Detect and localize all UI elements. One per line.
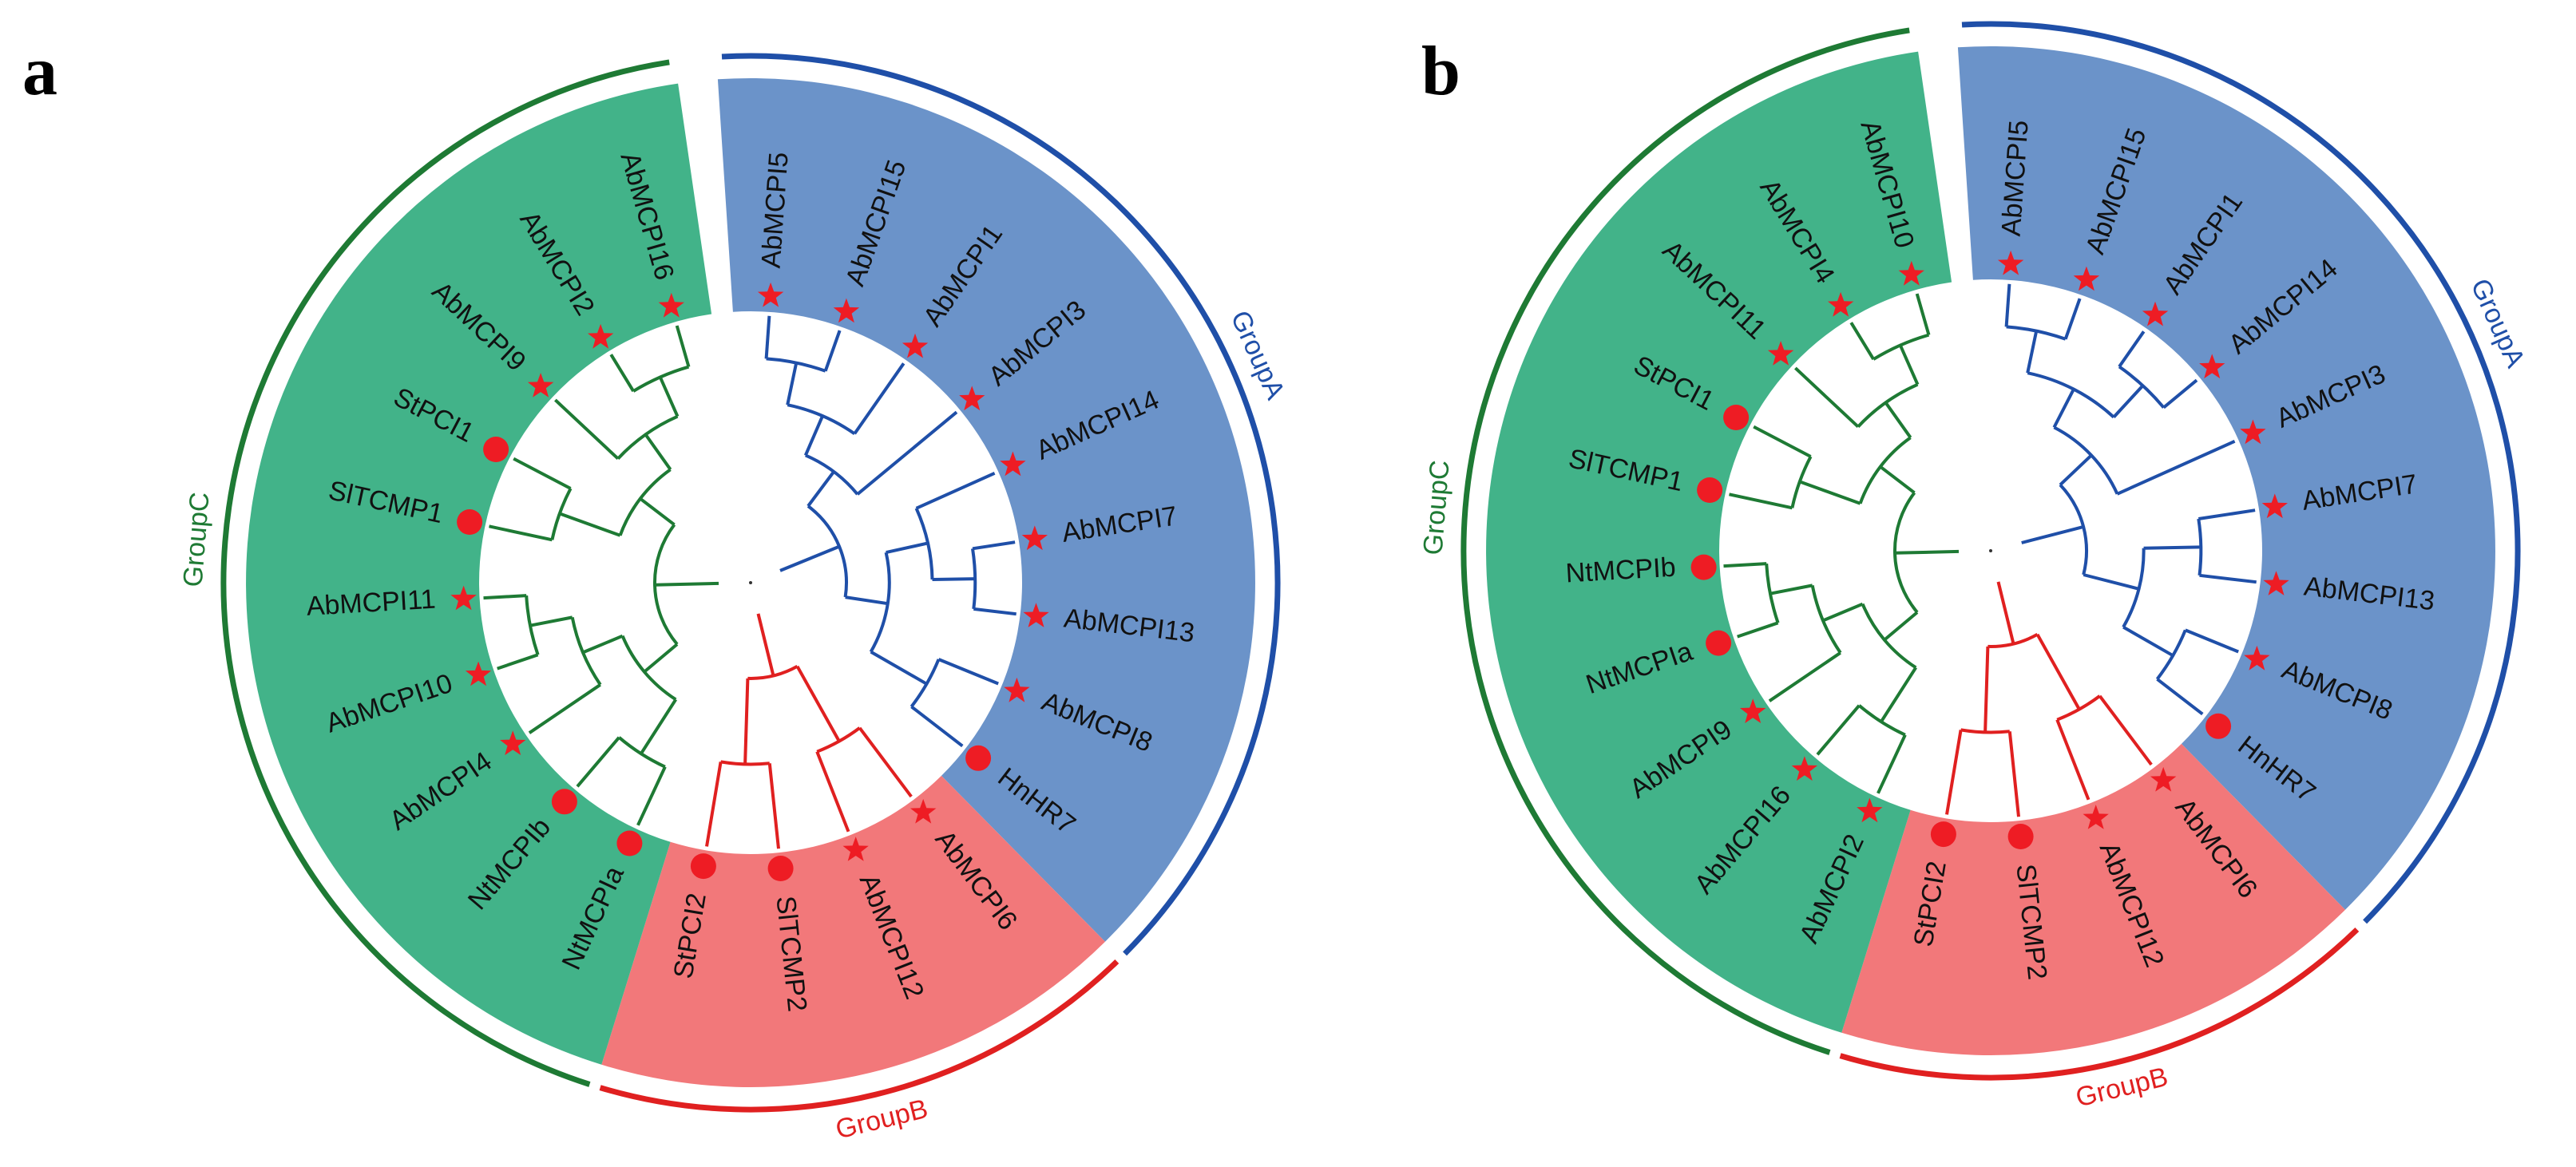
star-marker-icon	[1023, 603, 1049, 627]
dot-marker-icon	[767, 856, 794, 881]
group-band-c	[246, 83, 712, 1065]
group-band-a	[717, 77, 1255, 942]
star-marker-icon	[2263, 571, 2289, 595]
group-arc-a	[1961, 21, 2521, 924]
star-marker-icon	[658, 292, 684, 318]
dot-marker-icon	[2007, 824, 2034, 849]
dot-marker-icon	[2205, 713, 2232, 739]
dot-marker-icon	[616, 830, 643, 856]
star-marker-icon	[2083, 805, 2109, 829]
group-band-c	[1486, 51, 1952, 1033]
group-arc-c	[220, 59, 670, 1087]
leaf-label: NtMCPIb	[1565, 552, 1677, 589]
dot-marker-icon	[1697, 477, 1723, 503]
star-marker-icon	[500, 730, 526, 755]
star-marker-icon	[959, 386, 985, 411]
group-label: GroupA	[2465, 275, 2531, 373]
group-band-b	[1841, 743, 2345, 1055]
tree-branches	[1723, 283, 2257, 817]
star-marker-icon	[2073, 266, 2100, 291]
star-marker-icon	[1857, 797, 1883, 823]
dot-marker-icon	[551, 789, 577, 815]
group-arc-b	[599, 959, 1120, 1113]
star-marker-icon	[902, 333, 929, 358]
star-marker-icon	[1000, 451, 1026, 477]
star-marker-icon	[2150, 766, 2177, 792]
group-label: GroupC	[177, 491, 215, 588]
group-band-a	[1957, 45, 2495, 910]
star-marker-icon	[1740, 698, 1766, 723]
dot-marker-icon	[1690, 554, 1717, 580]
star-marker-icon	[833, 298, 860, 323]
star-marker-icon	[1021, 525, 1048, 551]
group-label: GroupC	[1417, 459, 1455, 556]
star-marker-icon	[2142, 301, 2169, 326]
tree-branches	[483, 315, 1017, 849]
dot-marker-icon	[1706, 630, 1732, 656]
star-marker-icon	[2199, 354, 2225, 379]
star-marker-icon	[1828, 291, 1854, 317]
star-marker-icon	[2244, 645, 2270, 671]
dot-marker-icon	[1723, 405, 1750, 430]
dot-marker-icon	[457, 509, 483, 535]
star-marker-icon	[527, 373, 554, 398]
star-marker-icon	[1997, 250, 2024, 275]
star-marker-icon	[910, 798, 937, 824]
panel-letter: b	[1421, 33, 1460, 110]
dot-marker-icon	[1930, 821, 1956, 848]
star-marker-icon	[1898, 260, 1924, 286]
star-marker-icon	[1004, 677, 1030, 702]
group-arc-a	[721, 53, 1281, 956]
group-label: GroupA	[1225, 307, 1291, 405]
star-marker-icon	[2261, 493, 2288, 519]
group-arc-b	[1839, 927, 2360, 1081]
dot-marker-icon	[483, 437, 509, 462]
group-band-b	[601, 775, 1105, 1087]
star-marker-icon	[1767, 341, 1794, 366]
star-marker-icon	[757, 282, 784, 307]
star-marker-icon	[450, 585, 477, 611]
group-arc-c	[1460, 27, 1910, 1055]
dot-marker-icon	[690, 853, 716, 880]
leaf-label: AbMCPI11	[306, 584, 437, 622]
dot-marker-icon	[965, 745, 992, 771]
star-marker-icon	[842, 837, 869, 861]
star-marker-icon	[2240, 419, 2266, 445]
star-marker-icon	[1791, 756, 1817, 781]
star-marker-icon	[465, 661, 492, 686]
star-marker-icon	[588, 323, 614, 349]
panel-letter: a	[22, 33, 57, 110]
